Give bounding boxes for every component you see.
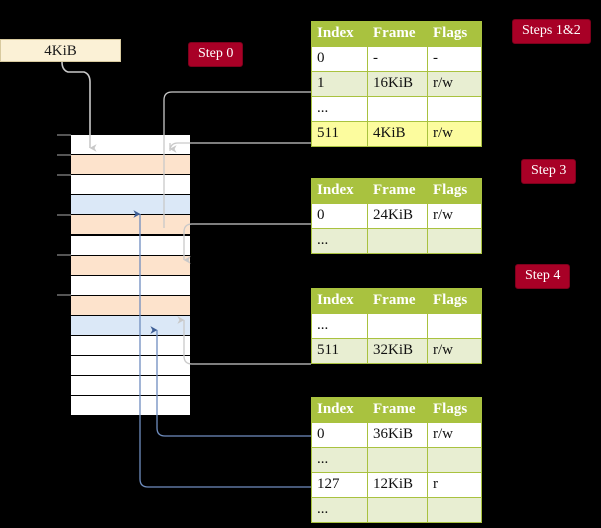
column-header-index: Index — [311, 397, 368, 423]
table-cell: 12KiB — [367, 472, 428, 498]
memory-frame-row — [70, 355, 191, 377]
memory-frame-row — [70, 335, 191, 357]
table-cell: 0 — [311, 203, 368, 229]
step-badge-step0: Step 0 — [188, 42, 244, 67]
memory-tick — [57, 214, 71, 216]
source-box-4kib: 4KiB — [0, 39, 121, 62]
table-cell: 24KiB — [367, 203, 428, 229]
table-cell: - — [427, 46, 482, 72]
table-cell — [367, 228, 428, 254]
step-badge-steps12: Steps 1&2 — [512, 19, 591, 44]
table-cell: ... — [311, 313, 368, 339]
table-cell: - — [367, 46, 428, 72]
table-cell: 127 — [311, 472, 368, 498]
table-cell — [367, 497, 428, 523]
table-cell: r/w — [427, 203, 482, 229]
table-cell — [427, 228, 482, 254]
column-header-frame: Frame — [367, 178, 428, 204]
memory-column — [70, 134, 191, 417]
table-row: ... — [311, 313, 482, 339]
memory-frame-row — [70, 375, 191, 397]
column-header-frame: Frame — [367, 288, 428, 314]
column-header-frame: Frame — [367, 397, 428, 423]
table-cell: 16KiB — [367, 71, 428, 97]
table-cell: 0 — [311, 46, 368, 72]
table-row: ... — [311, 447, 482, 473]
table-cell: ... — [311, 497, 368, 523]
table-cell: 36KiB — [367, 422, 428, 448]
table-cell: 511 — [311, 121, 368, 147]
column-header-flags: Flags — [427, 288, 482, 314]
table-cell: r/w — [427, 121, 482, 147]
memory-tick — [57, 294, 71, 296]
memory-frame-row — [70, 395, 191, 417]
table-cell — [367, 447, 428, 473]
memory-frame-row — [70, 274, 191, 296]
wire-step3 — [183, 223, 311, 264]
memory-tick — [57, 134, 71, 136]
wire-step4 — [177, 316, 311, 365]
table-cell: ... — [311, 96, 368, 122]
column-header-flags: Flags — [427, 397, 482, 423]
table-row: 0-- — [311, 46, 482, 72]
table-cell: 32KiB — [367, 338, 428, 364]
memory-tick — [57, 254, 71, 256]
table-cell — [367, 96, 428, 122]
memory-frame-row — [70, 254, 191, 276]
table-cell: r/w — [427, 422, 482, 448]
table-cell — [427, 497, 482, 523]
table-row: ... — [311, 497, 482, 523]
memory-frame-row — [70, 294, 191, 316]
table-cell: r/w — [427, 71, 482, 97]
memory-frame-row — [70, 154, 191, 176]
column-header-index: Index — [311, 21, 368, 47]
memory-frame-row — [70, 194, 191, 216]
memory-tick — [57, 154, 71, 156]
memory-tick — [57, 174, 71, 176]
step-badge-step3: Step 3 — [521, 159, 577, 184]
wire-steps12-511-h — [169, 142, 311, 152]
step-badge-step4: Step 4 — [515, 264, 571, 289]
table-row: ... — [311, 96, 482, 122]
column-header-flags: Flags — [427, 178, 482, 204]
table-cell — [427, 96, 482, 122]
memory-frame-row — [70, 174, 191, 196]
table-cell: 0 — [311, 422, 368, 448]
table-cell — [367, 313, 428, 339]
memory-frame-row — [70, 214, 191, 236]
table-row: ... — [311, 228, 482, 254]
table-cell: r — [427, 472, 482, 498]
column-header-index: Index — [311, 178, 368, 204]
table-cell: r/w — [427, 338, 482, 364]
table-cell: ... — [311, 228, 368, 254]
column-header-index: Index — [311, 288, 368, 314]
memory-frame-row — [70, 314, 191, 336]
column-header-frame: Frame — [367, 21, 428, 47]
table-cell — [427, 447, 482, 473]
table-cell: 4KiB — [367, 121, 428, 147]
memory-frame-row — [70, 134, 191, 156]
table-cell: 1 — [311, 71, 368, 97]
table-cell: ... — [311, 447, 368, 473]
wire-steps12-in — [163, 91, 311, 138]
table-cell: 511 — [311, 338, 368, 364]
column-header-flags: Flags — [427, 21, 482, 47]
memory-frame-row — [70, 234, 191, 256]
table-cell — [427, 313, 482, 339]
